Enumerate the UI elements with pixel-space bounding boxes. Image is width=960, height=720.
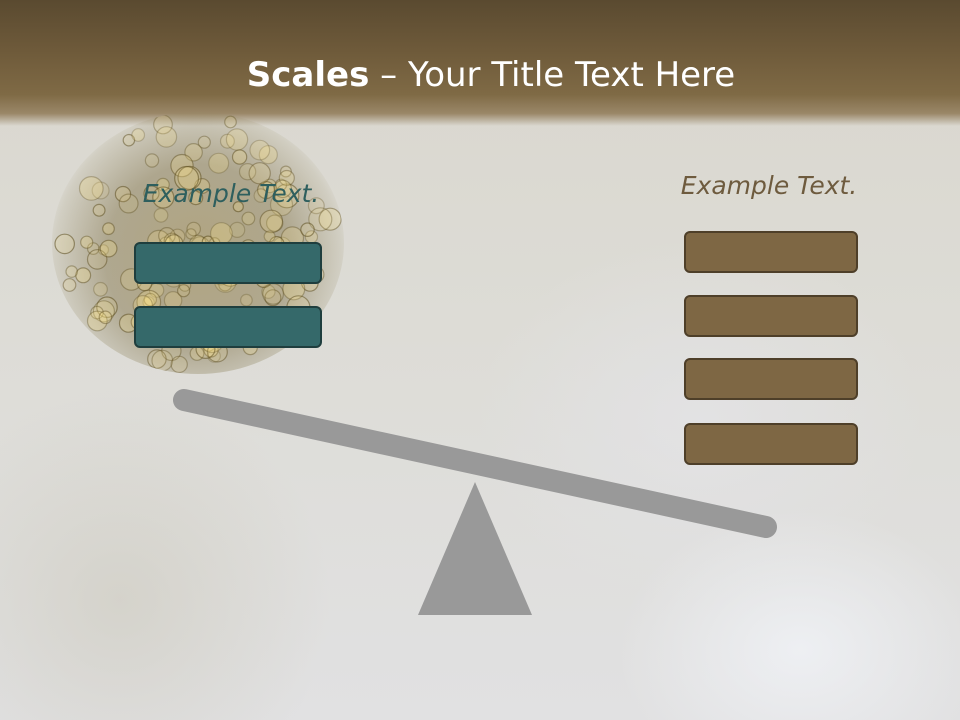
orb-bubble [241, 211, 256, 226]
right-box-1[interactable] [684, 231, 858, 273]
right-box-3[interactable] [684, 358, 858, 400]
orb-bubble [143, 185, 160, 202]
orb-bubble [197, 135, 211, 149]
orb-bubble [318, 207, 342, 231]
orb-bubble [262, 282, 285, 305]
orb-bubble [300, 222, 315, 237]
orb-bubble [259, 209, 284, 234]
orb-bubble [274, 183, 300, 209]
orb-bubble [99, 239, 118, 258]
orb-bubble [122, 133, 136, 147]
orb-bubble [265, 214, 284, 232]
orb-bubble [143, 292, 158, 307]
orb-bubble [170, 355, 188, 374]
orb-bubble [239, 293, 253, 307]
orb-bubble [264, 289, 282, 307]
orb-bubble [92, 203, 106, 217]
orb-bubble [269, 193, 294, 217]
orb-bubble [90, 305, 104, 320]
orb-bubble [238, 162, 257, 181]
orb-bubble [152, 186, 175, 209]
orb-bubble [102, 222, 115, 236]
orb-bubble [231, 149, 248, 165]
orb-bubble [86, 310, 108, 332]
orb-bubble [225, 128, 249, 151]
orb-bubble [91, 181, 110, 200]
orb-bubble [308, 207, 333, 232]
seesaw-fulcrum [418, 482, 532, 615]
right-box-2[interactable] [684, 295, 858, 337]
orb-bubble [151, 349, 174, 372]
orb-bubble [188, 190, 204, 206]
title-keyword: Scales [246, 55, 370, 95]
orb-bubble [93, 281, 108, 297]
orb-bubble [184, 142, 203, 162]
left-box-1[interactable] [134, 242, 322, 284]
seesaw-beam [173, 389, 777, 538]
orb-bubble [86, 249, 108, 270]
orb-bubble [258, 145, 278, 165]
orb-bubble [274, 178, 288, 192]
orb-bubble [224, 115, 237, 129]
orb-bubble [253, 188, 269, 203]
orb-bubble [186, 221, 201, 237]
right-box-4[interactable] [684, 423, 858, 465]
orb-bubble [114, 185, 132, 203]
orb-bubble [257, 180, 276, 200]
orb-bubble [279, 165, 292, 178]
orb-bubble [208, 152, 230, 174]
orb-bubble [78, 175, 104, 201]
orb-bubble [249, 139, 271, 161]
slide-title[interactable]: Scales – Your Title Text Here [0, 54, 960, 96]
orb-bubble [144, 153, 160, 168]
left-box-2[interactable] [134, 306, 322, 348]
orb-bubble [262, 178, 277, 194]
orb-bubble [80, 235, 94, 249]
orb-bubble [96, 296, 118, 318]
orb-bubble [98, 310, 113, 325]
orb-bubble [207, 349, 221, 363]
orb-bubble [131, 128, 146, 142]
orb-bubble [307, 197, 325, 215]
orb-bubble [75, 267, 92, 284]
orb-bubble [54, 233, 75, 255]
orb-bubble [86, 242, 100, 256]
orb-bubble [65, 265, 79, 278]
orb-bubble [62, 278, 77, 292]
orb-bubble [153, 207, 169, 223]
orb-bubble [174, 165, 200, 191]
orb-bubble [261, 284, 276, 299]
orb-bubble [177, 284, 191, 298]
header-band [0, 0, 960, 126]
orb-bubble [248, 162, 271, 185]
orb-bubble [147, 349, 167, 369]
right-example-text[interactable]: Example Text. [680, 171, 858, 200]
title-rest: – Your Title Text Here [369, 55, 736, 95]
orb-bubble [273, 179, 292, 199]
orb-bubble [92, 300, 116, 323]
orb-bubble [278, 169, 295, 187]
orb-bubble [153, 114, 173, 135]
orb-bubble [232, 201, 244, 213]
orb-bubble [229, 221, 246, 239]
orb-bubble [263, 230, 276, 243]
left-example-text[interactable]: Example Text. [142, 179, 320, 208]
orb-bubble [185, 228, 197, 240]
orb-bubble [97, 244, 110, 256]
orb-bubble [194, 177, 211, 194]
orb-bubble [118, 193, 139, 214]
orb-bubble [219, 133, 235, 149]
orb-bubble [155, 126, 178, 148]
